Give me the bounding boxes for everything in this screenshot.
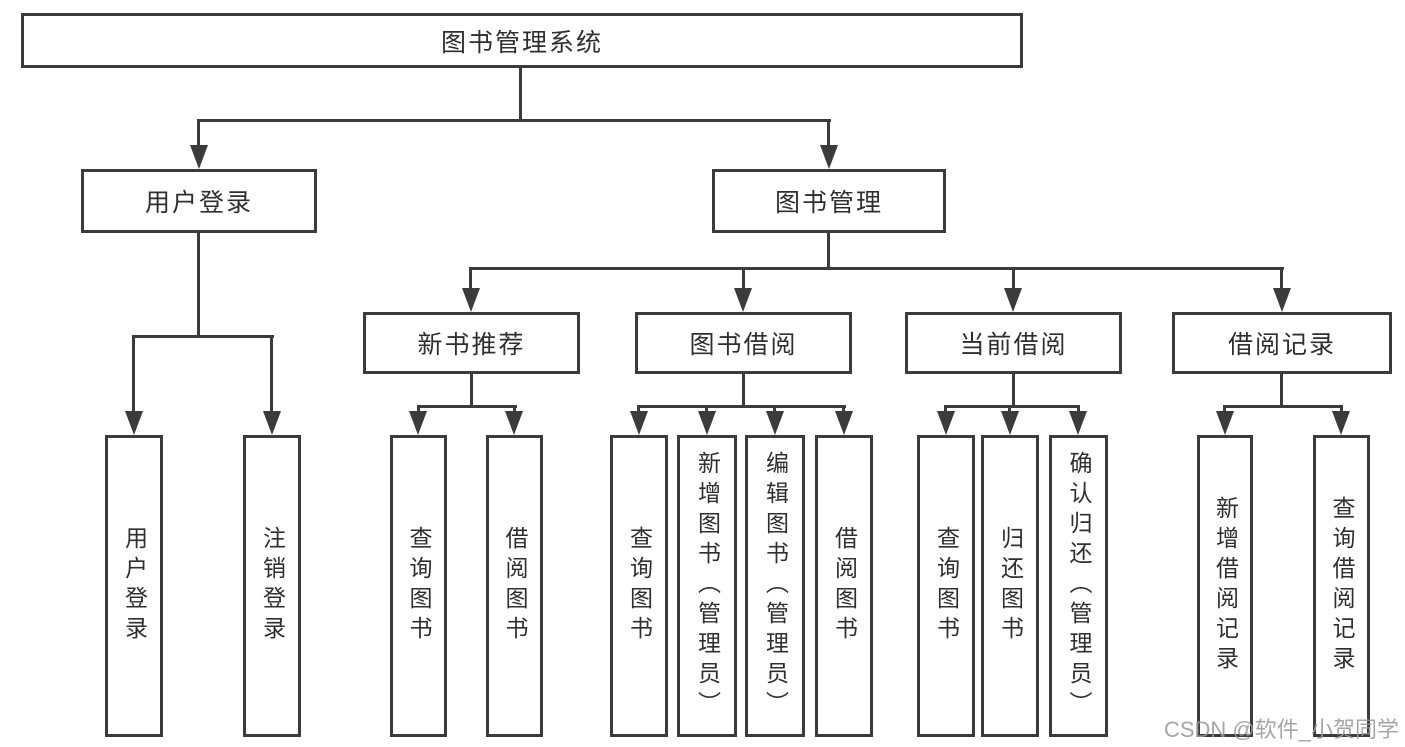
arrow-down-icon xyxy=(698,411,716,435)
node-label: 借阅记录 xyxy=(1227,331,1336,359)
node-label: 借阅图书 xyxy=(502,526,528,646)
arrow-down-icon xyxy=(937,411,955,435)
node-label: 新增借阅记录 xyxy=(1212,496,1239,676)
node-label: 用户登录 xyxy=(121,526,148,646)
csdn-watermark: CSDN @软件_小贺同学 xyxy=(1163,717,1399,742)
leaf-return-books: 归还图书 xyxy=(981,435,1039,737)
node-label: 用户登录 xyxy=(144,189,253,217)
node-label: 查询图书 xyxy=(626,526,653,646)
connector-line xyxy=(417,405,517,408)
connector-line xyxy=(1280,267,1283,291)
node-library-management-system: 图书管理系统 xyxy=(21,13,1023,68)
node-current-borrowing: 当前借阅 xyxy=(905,312,1122,374)
node-label: 图书管理系统 xyxy=(440,28,603,57)
arrow-down-icon xyxy=(734,288,752,312)
connector-line xyxy=(470,372,473,408)
connector-line xyxy=(513,405,516,415)
connector-line xyxy=(1340,405,1343,415)
arrow-down-icon xyxy=(409,411,427,435)
leaf-query-books-borrowing: 查询图书 xyxy=(610,435,668,737)
connector-line xyxy=(637,405,640,415)
arrow-down-icon xyxy=(263,411,281,435)
leaf-user-login: 用户登录 xyxy=(105,435,163,737)
node-label: 当前借阅 xyxy=(959,331,1068,359)
connector-line xyxy=(773,405,776,415)
leaf-borrow-books-recommend: 借阅图书 xyxy=(486,435,543,737)
node-label: 查询图书 xyxy=(933,526,960,646)
connector-line xyxy=(705,405,708,415)
leaf-query-books-recommend: 查询图书 xyxy=(390,435,447,737)
connector-line xyxy=(742,372,745,408)
connector-line xyxy=(842,405,845,415)
connector-line xyxy=(1077,405,1080,415)
arrow-down-icon xyxy=(505,411,523,435)
arrow-down-icon xyxy=(630,411,648,435)
connector-line xyxy=(637,405,846,408)
arrow-down-icon xyxy=(820,145,838,169)
connector-line xyxy=(827,231,830,270)
node-label: 借阅图书 xyxy=(831,526,858,646)
arrow-down-icon xyxy=(1332,411,1350,435)
node-label: 编辑图书（管理员） xyxy=(762,451,789,721)
arrow-down-icon xyxy=(125,411,143,435)
node-user-login: 用户登录 xyxy=(81,169,317,233)
connector-line xyxy=(1223,405,1343,408)
node-book-borrowing: 图书借阅 xyxy=(635,312,852,374)
leaf-add-borrow-record: 新增借阅记录 xyxy=(1197,435,1253,737)
arrow-down-icon xyxy=(835,411,853,435)
connector-line xyxy=(944,405,947,415)
connector-line xyxy=(944,405,1080,408)
connector-line xyxy=(742,267,745,291)
node-label: 注销登录 xyxy=(259,526,286,646)
node-label: 查询借阅记录 xyxy=(1329,496,1355,676)
leaf-query-borrow-record: 查询借阅记录 xyxy=(1313,435,1370,737)
node-label: 归还图书 xyxy=(997,526,1024,646)
connector-line xyxy=(519,66,522,121)
connector-line xyxy=(469,267,472,291)
connector-line xyxy=(1012,267,1015,291)
connector-line xyxy=(132,335,135,415)
connector-line xyxy=(132,335,274,338)
connector-line xyxy=(270,335,273,415)
leaf-borrow-books: 借阅图书 xyxy=(815,435,873,737)
connector-line xyxy=(1280,372,1283,408)
node-borrowing-records: 借阅记录 xyxy=(1172,312,1392,374)
connector-line xyxy=(1223,405,1226,415)
connector-line xyxy=(1008,405,1011,415)
arrow-down-icon xyxy=(462,288,480,312)
node-label: 确认归还（管理员） xyxy=(1066,451,1092,721)
connector-line xyxy=(469,267,1284,270)
arrow-down-icon xyxy=(1216,411,1234,435)
connector-line xyxy=(198,119,831,122)
arrow-down-icon xyxy=(190,145,208,169)
connector-line xyxy=(197,231,200,338)
connector-line xyxy=(197,119,200,149)
leaf-confirm-return-admin: 确认归还（管理员） xyxy=(1049,435,1108,737)
connector-line xyxy=(827,119,830,149)
connector-line xyxy=(417,405,420,415)
node-book-management: 图书管理 xyxy=(712,169,946,233)
node-label: 图书管理 xyxy=(774,189,883,217)
connector-line xyxy=(1012,372,1015,408)
arrow-down-icon xyxy=(1004,288,1022,312)
leaf-add-books-admin: 新增图书（管理员） xyxy=(677,435,737,737)
arrow-down-icon xyxy=(766,411,784,435)
leaf-logout: 注销登录 xyxy=(243,435,301,737)
arrow-down-icon xyxy=(1001,411,1019,435)
leaf-query-books-current: 查询图书 xyxy=(917,435,975,737)
node-label: 查询图书 xyxy=(406,526,432,646)
node-label: 新书推荐 xyxy=(417,331,526,359)
arrow-down-icon xyxy=(1069,411,1087,435)
node-label: 图书借阅 xyxy=(689,331,798,359)
node-label: 新增图书（管理员） xyxy=(694,451,721,721)
node-new-book-recommend: 新书推荐 xyxy=(363,312,580,374)
leaf-edit-books-admin: 编辑图书（管理员） xyxy=(745,435,805,737)
arrow-down-icon xyxy=(1273,288,1291,312)
